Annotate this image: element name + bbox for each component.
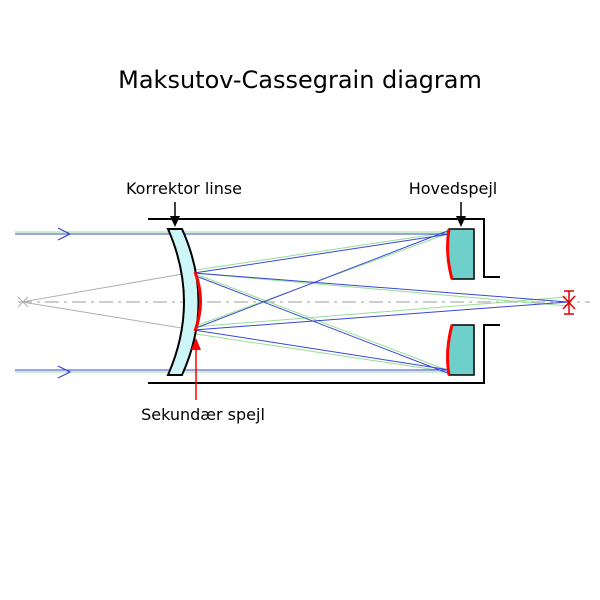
- primary-mirror-pointer-arrow: [456, 202, 466, 227]
- primary-mirror-label: Hovedspejl: [409, 179, 498, 198]
- incoming-arrow-lower: [57, 365, 72, 379]
- telescope-tube: [148, 218, 500, 384]
- incoming-arrow-upper: [57, 227, 72, 241]
- blue-ray-bundle: [15, 227, 569, 379]
- secondary-mirror-label: Sekundær spejl: [141, 405, 265, 424]
- primary-mirror-coating-lower: [446, 324, 454, 376]
- corrector-pointer-arrow: [170, 202, 180, 227]
- construction-line-upper: [21, 271, 195, 303]
- diagram-title: Maksutov-Cassegrain diagram: [118, 66, 482, 94]
- construction-lines: [21, 271, 195, 331]
- primary-mirror-coating-upper: [446, 228, 454, 280]
- corrector-lens-label: Korrektor linse: [126, 179, 242, 198]
- secondary-mirror: [193, 271, 202, 332]
- green-ray-inner-b: [195, 333, 451, 373]
- corrector-lens: [166, 228, 200, 376]
- blue-ray-upper: [15, 233, 569, 303]
- blue-ray-lower-return: [195, 229, 451, 329]
- construction-line-lower: [21, 301, 195, 331]
- primary-mirror: [446, 228, 475, 376]
- secondary-mirror-pointer-arrow: [191, 338, 201, 400]
- tube-upper-wall: [148, 218, 500, 278]
- focal-marker-cross-b: [562, 295, 576, 310]
- blue-ray-lower: [15, 301, 569, 371]
- blue-ray-upper-return: [195, 275, 451, 375]
- focal-point-marker: [562, 290, 576, 315]
- green-ray-inner-a: [195, 231, 451, 271]
- tube-lower-wall: [148, 324, 500, 384]
